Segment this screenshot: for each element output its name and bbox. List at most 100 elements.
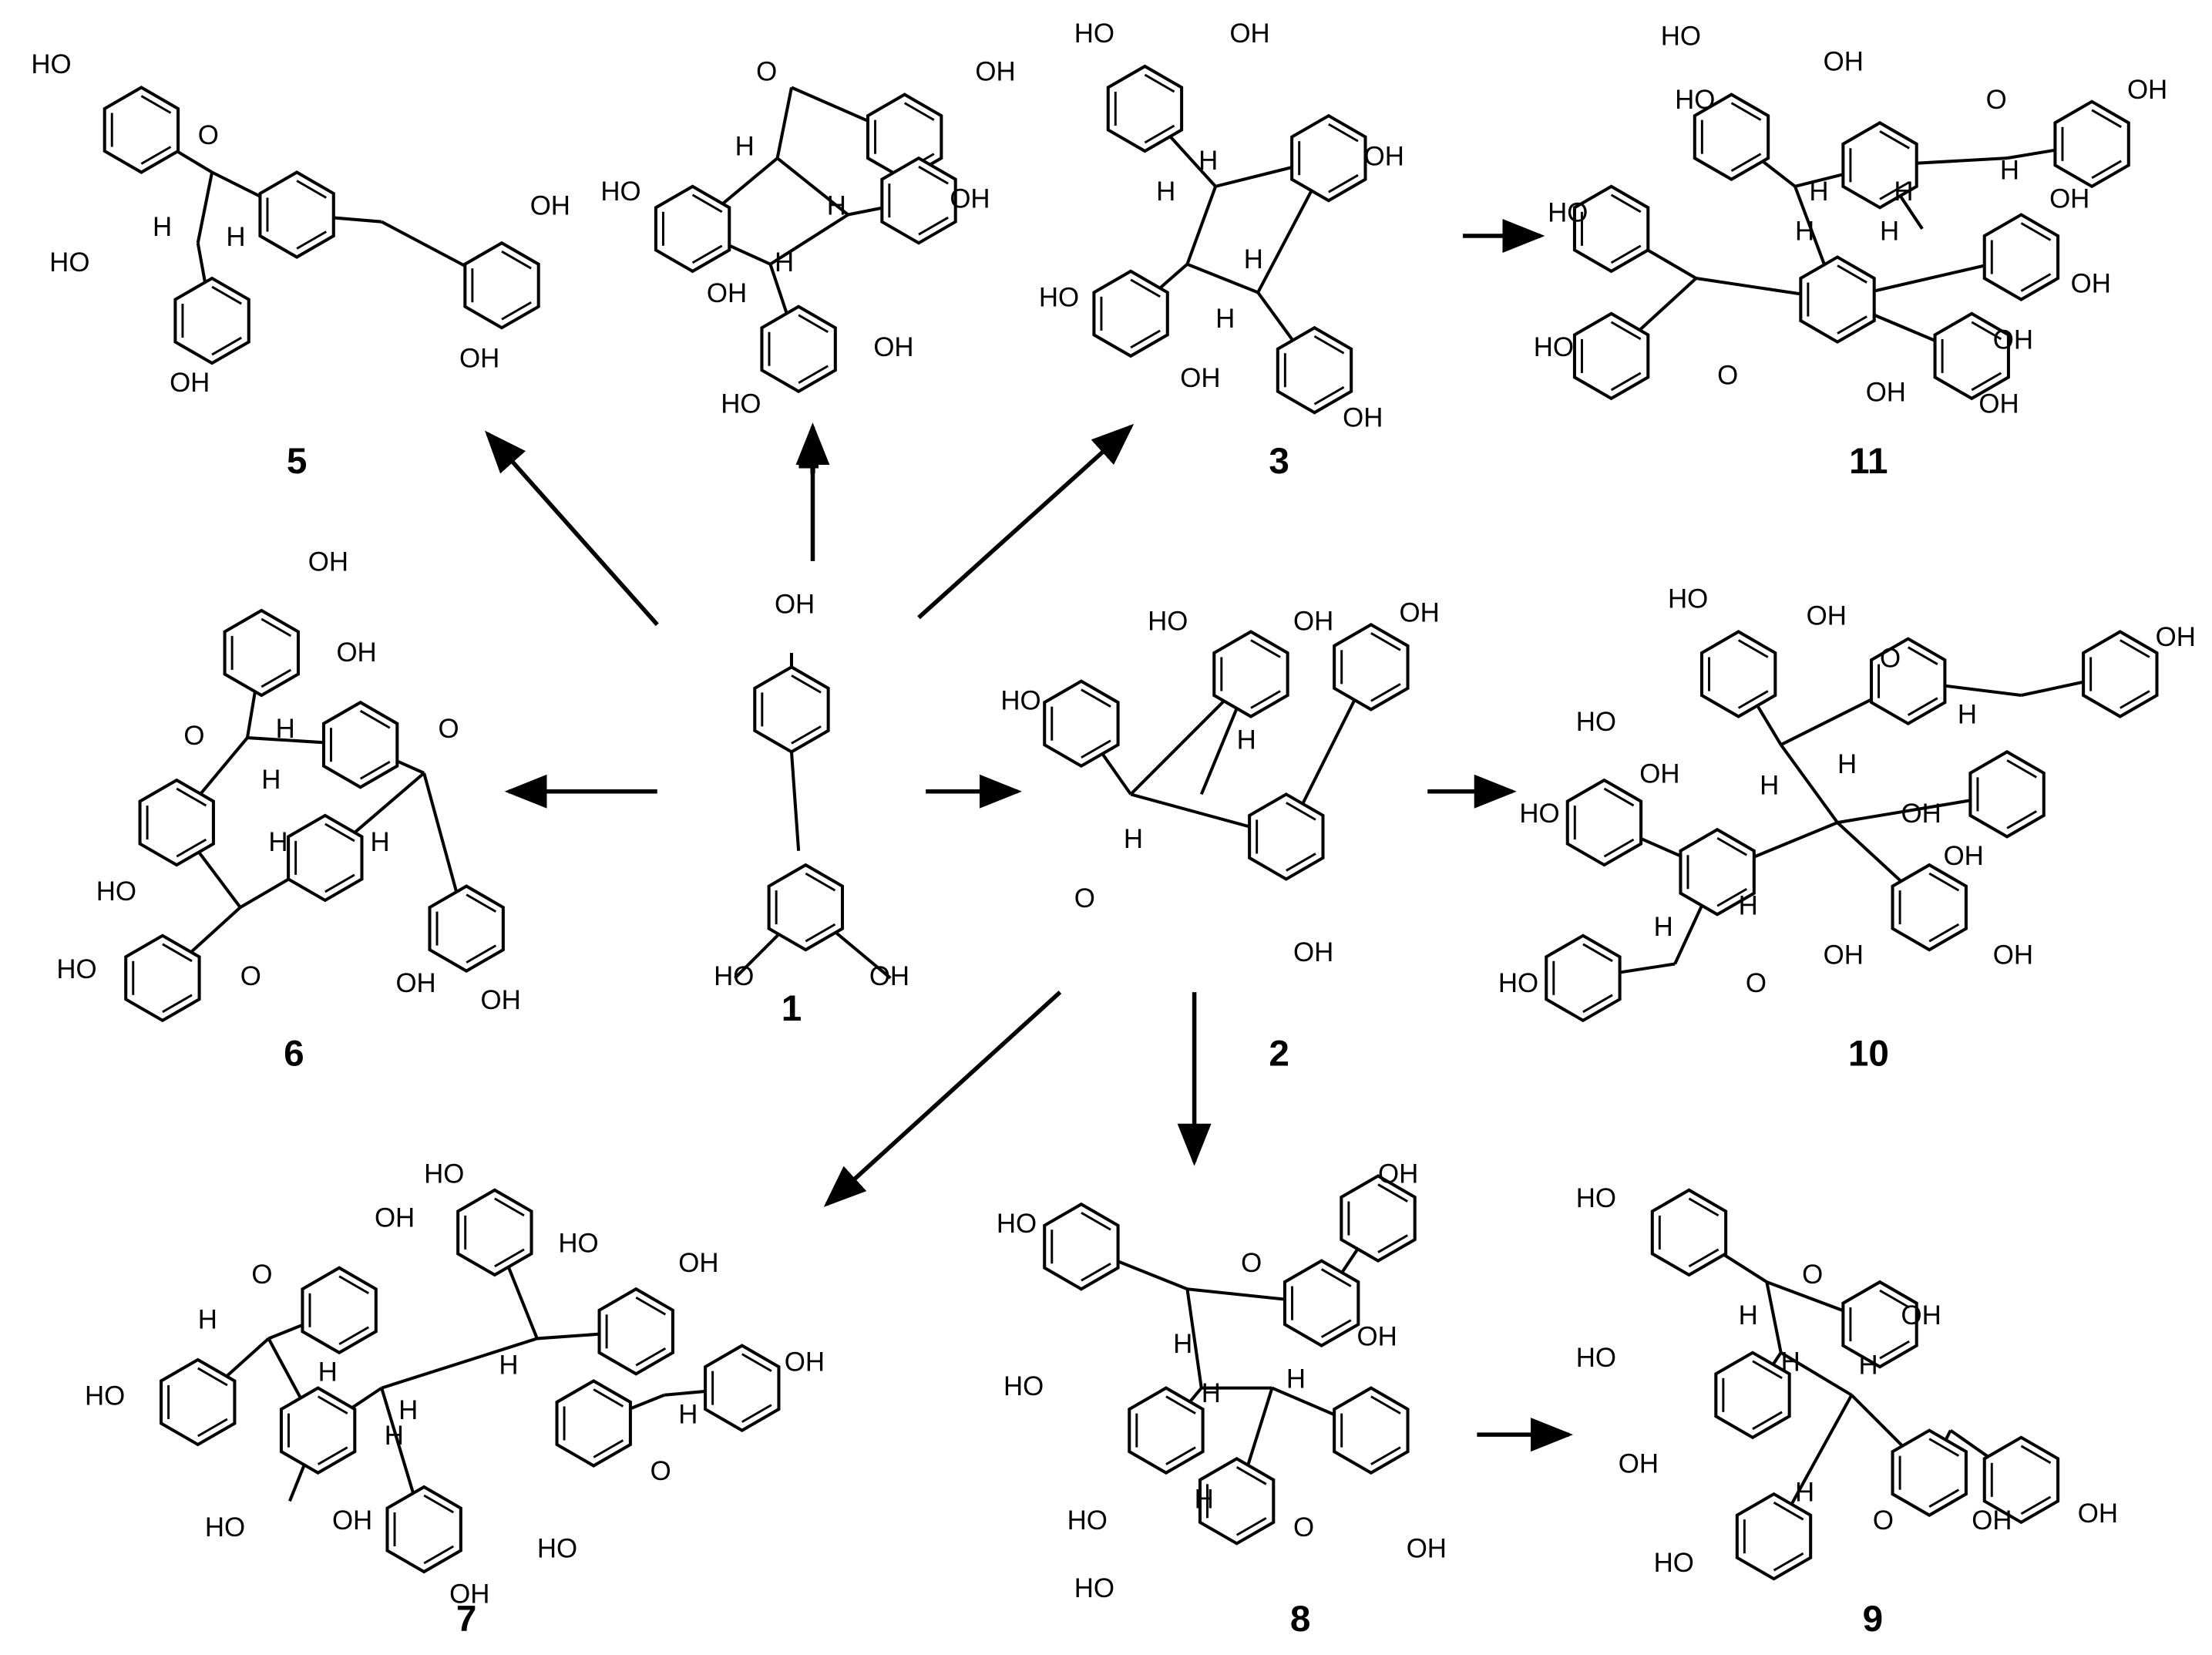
double-bond	[338, 1326, 370, 1346]
double-bond	[1730, 153, 1762, 172]
double-bond	[324, 822, 355, 843]
atom-label: H	[226, 222, 245, 252]
compound-6	[124, 608, 505, 1023]
compound-9	[1650, 1188, 2060, 1581]
double-bond	[593, 1388, 624, 1408]
atom-label: OH	[1343, 403, 1383, 433]
bond	[775, 87, 793, 159]
double-bond	[1752, 1411, 1783, 1431]
atom-label: OH	[975, 56, 1015, 86]
double-bond	[1370, 632, 1401, 651]
bond	[1186, 262, 1259, 294]
atom-label: H	[276, 714, 295, 744]
atom-label: H	[1124, 824, 1143, 854]
double-bond	[635, 1347, 667, 1367]
atom-label: H	[1795, 217, 1814, 247]
double-bond	[1370, 683, 1401, 702]
atom-label: HO	[997, 1209, 1037, 1239]
double-bond	[197, 1418, 228, 1438]
double-bond	[1716, 888, 1748, 907]
atom-label: OH	[2156, 622, 2196, 652]
double-bond	[296, 180, 327, 199]
double-bond	[197, 1367, 228, 1387]
double-bond	[423, 1545, 455, 1565]
double-bond	[1377, 1183, 1408, 1203]
atom-label: H	[1809, 177, 1828, 207]
atom-label: HO	[1039, 283, 1079, 313]
double-bond	[1370, 1446, 1401, 1465]
benzene-ring	[880, 156, 957, 245]
bond	[1780, 744, 1839, 824]
compound-number: 7	[456, 1599, 477, 1640]
atom-label: HO	[714, 961, 754, 991]
benzene-ring	[1212, 630, 1289, 718]
atom-label: O	[438, 714, 459, 744]
bond	[196, 172, 214, 244]
atom-label: OH	[1619, 1449, 1659, 1479]
atom-label: O	[251, 1260, 272, 1290]
double-bond	[798, 365, 829, 385]
benzene-ring	[753, 665, 830, 754]
benzene-ring	[1043, 1202, 1120, 1291]
double-bond	[2091, 109, 2122, 129]
atom-label: OH	[873, 332, 913, 362]
atom-label: O	[240, 961, 261, 991]
double-bond	[338, 1275, 370, 1295]
double-bond	[1582, 943, 1613, 963]
double-bond	[1737, 639, 1769, 658]
atom-label: H	[1237, 725, 1256, 755]
benzene-ring	[1982, 1435, 2060, 1525]
compound-number: 1	[782, 988, 802, 1029]
atom-label: OH	[1407, 1534, 1447, 1564]
reaction-arrow-1-to-7	[823, 991, 1062, 1207]
double-bond	[176, 787, 207, 807]
atom-label: OH	[950, 183, 990, 214]
atom-label: OH	[1944, 841, 1984, 871]
atom-label: OH	[170, 368, 210, 398]
atom-label: OH	[707, 278, 747, 308]
double-bond	[1328, 173, 1359, 193]
double-bond	[494, 1197, 525, 1217]
double-bond	[1081, 739, 1111, 759]
atom-label: OH	[395, 968, 435, 998]
benzene-ring	[760, 304, 837, 394]
double-bond	[1370, 1395, 1401, 1414]
reaction-arrow-1-to-5	[485, 430, 659, 627]
atom-label: HO	[1576, 1183, 1616, 1213]
double-bond	[691, 244, 723, 264]
double-bond	[1313, 335, 1345, 355]
bond	[1185, 1288, 1203, 1388]
atom-label: O	[1802, 1260, 1823, 1290]
atom-label: H	[1739, 1300, 1758, 1330]
benzene-ring	[428, 884, 505, 973]
compound-10	[1545, 630, 2159, 1023]
double-bond	[2020, 273, 2052, 292]
double-bond	[359, 760, 391, 780]
atom-label: OH	[1639, 759, 1679, 789]
benzene-ring	[124, 933, 201, 1023]
bond	[1780, 1351, 1853, 1397]
compound-number: 3	[1269, 441, 1289, 482]
atom-label: O	[1293, 1512, 1314, 1542]
double-bond	[1907, 697, 1938, 716]
benzene-ring	[1982, 213, 2060, 301]
atom-label: OH	[530, 191, 570, 221]
double-bond	[741, 1353, 772, 1372]
benzene-ring	[704, 1344, 781, 1432]
benzene-ring	[1968, 750, 2046, 839]
compound-number: 8	[1290, 1599, 1311, 1640]
atom-label: OH	[1972, 1505, 2012, 1536]
double-bond	[918, 216, 949, 236]
atom-label: OH	[1293, 607, 1333, 637]
benzene-ring	[1650, 1188, 1728, 1277]
benzene-ring	[160, 1357, 237, 1447]
double-bond	[1235, 1466, 1267, 1485]
atom-label: HO	[1668, 584, 1708, 614]
double-bond	[501, 250, 532, 270]
atom-label: HO	[1074, 19, 1114, 49]
atom-label: HO	[96, 876, 136, 907]
double-bond	[791, 725, 822, 745]
benzene-ring	[1735, 1492, 1813, 1581]
benzene-ring	[1340, 1174, 1417, 1263]
